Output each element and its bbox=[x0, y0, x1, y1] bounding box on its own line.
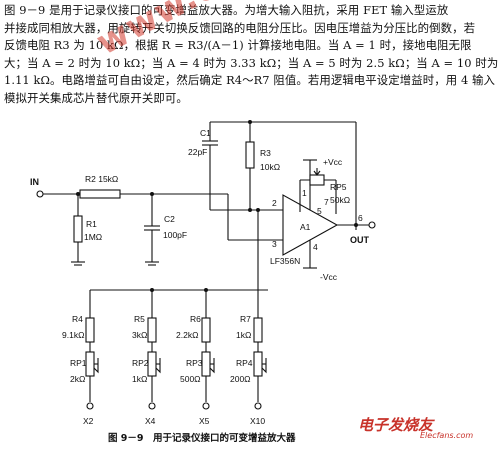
r3-name: R3 bbox=[260, 148, 271, 158]
pin-2: 2 bbox=[272, 198, 277, 208]
rp3-name: RP3 bbox=[186, 358, 203, 368]
vcc-positive-label: +Vcc bbox=[323, 157, 343, 167]
r7-name: R7 bbox=[240, 314, 251, 324]
r1-value: 1MΩ bbox=[84, 232, 102, 242]
rp4-value: 200Ω bbox=[230, 374, 251, 384]
opamp-label: A1 bbox=[300, 222, 311, 232]
r1-name: R1 bbox=[86, 219, 97, 229]
description-text: 图 9－9 是用于记录仪接口的可变增益放大器。为增大输入阻抗，采用 FET 输入… bbox=[4, 2, 498, 108]
ic-part-label: LF356N bbox=[270, 256, 300, 266]
description-line: 大；当 A = 2 时为 10 kΩ；当 A = 4 时为 3.33 kΩ；当 … bbox=[4, 55, 498, 70]
r7-value: 1kΩ bbox=[236, 330, 251, 340]
r3-value: 10kΩ bbox=[260, 162, 280, 172]
tap-x10: X10 bbox=[250, 416, 265, 426]
rp3-value: 500Ω bbox=[180, 374, 201, 384]
pin-1: 1 bbox=[302, 188, 307, 198]
rp4-name: RP4 bbox=[236, 358, 253, 368]
input-label: IN bbox=[30, 177, 39, 187]
r5-name: R5 bbox=[134, 314, 145, 324]
description-line: 模拟开关集成芯片替代原开关即可。 bbox=[4, 90, 188, 105]
r6-value: 2.2kΩ bbox=[176, 330, 198, 340]
pin-5: 5 bbox=[317, 206, 322, 216]
circuit-schematic: IN R2 15kΩ R1 1MΩ C2 100pF C1 22pF R3 10… bbox=[30, 120, 473, 444]
pin-4: 4 bbox=[313, 242, 318, 252]
rp5-value: 50kΩ bbox=[330, 195, 350, 205]
description-line: 1.11 kΩ。电路增益可自由设定，然后确定 R4～R7 阻值。若用逻辑电平设定… bbox=[4, 73, 495, 88]
c2-value: 100pF bbox=[163, 230, 187, 240]
description-line: 并接成同相放大器，用旋转开关切换反馈回路的电阻分压比。因电压增益为分压比的倒数，… bbox=[4, 20, 476, 35]
c1-name: C1 bbox=[200, 128, 211, 138]
description-line: 图 9－9 是用于记录仪接口的可变增益放大器。为增大输入阻抗，采用 FET 输入… bbox=[4, 3, 449, 17]
tap-x5: X5 bbox=[199, 416, 210, 426]
pin-3: 3 bbox=[272, 239, 277, 249]
c1-value: 22pF bbox=[188, 147, 207, 157]
output-label: OUT bbox=[350, 235, 370, 245]
vcc-negative-label: -Vcc bbox=[320, 272, 338, 282]
site-logo: 电子发烧友 bbox=[358, 416, 435, 434]
tap-x4: X4 bbox=[145, 416, 156, 426]
pin-7: 7 bbox=[324, 197, 329, 207]
rp2-name: RP2 bbox=[132, 358, 149, 368]
r2-label: R2 15kΩ bbox=[85, 174, 118, 184]
r5-value: 3kΩ bbox=[132, 330, 147, 340]
r4-name: R4 bbox=[72, 314, 83, 324]
description-line: 反馈电阻 R3 为 10 kΩ，根据 R = R3/(A－1) 计算接地电阻。当… bbox=[4, 38, 472, 53]
pin-6: 6 bbox=[358, 213, 363, 223]
rp1-value: 2kΩ bbox=[70, 374, 85, 384]
rp2-value: 1kΩ bbox=[132, 374, 147, 384]
figure-caption: 图 9－9 用于记录仪接口的可变增益放大器 bbox=[108, 432, 296, 444]
site-logo-url: Elecfans.com bbox=[420, 431, 473, 440]
r6-name: R6 bbox=[190, 314, 201, 324]
rp5-name: RP5 bbox=[330, 182, 347, 192]
r4-value: 9.1kΩ bbox=[62, 330, 84, 340]
rp1-name: RP1 bbox=[70, 358, 87, 368]
tap-x2: X2 bbox=[83, 416, 94, 426]
c2-name: C2 bbox=[164, 214, 175, 224]
